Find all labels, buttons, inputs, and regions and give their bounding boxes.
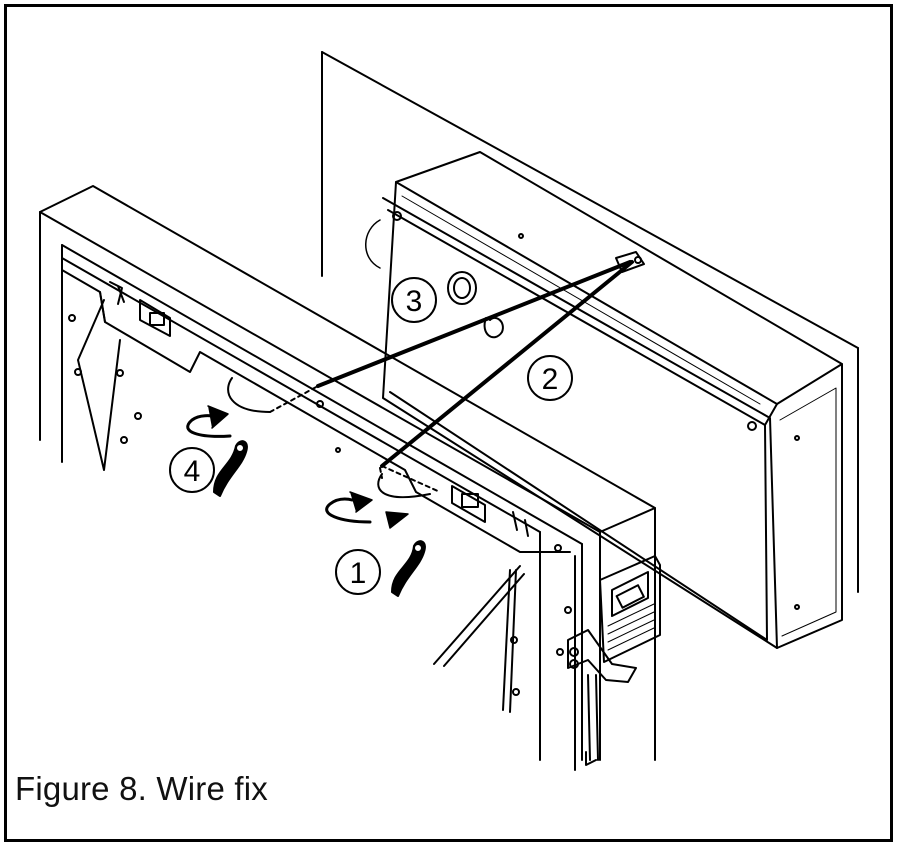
hidden-wire <box>269 385 441 493</box>
figure-frame <box>4 4 893 842</box>
wall <box>321 51 859 593</box>
callout-2-label: 2 <box>542 363 559 396</box>
callout-3-label: 3 <box>406 285 423 318</box>
rear-unit-housing <box>365 151 843 649</box>
wire-clip-icon-1 <box>391 540 426 597</box>
callout-2: 2 <box>527 355 573 401</box>
rotation-arrow-upper <box>186 405 232 438</box>
support-wire <box>316 260 634 468</box>
callout-1: 1 <box>335 549 381 595</box>
rotation-arrow-lower <box>325 491 409 529</box>
figure-caption: Figure 8. Wire fix <box>15 770 268 807</box>
frame-wire-loops <box>227 377 431 499</box>
callout-1-label: 1 <box>350 557 367 590</box>
side-control-panel <box>567 555 661 761</box>
callout-4: 4 <box>169 447 215 493</box>
wire-clip-icon-4 <box>213 440 248 497</box>
front-panel-frame <box>39 185 656 771</box>
callout-3: 3 <box>391 277 437 323</box>
callout-4-label: 4 <box>184 455 201 488</box>
